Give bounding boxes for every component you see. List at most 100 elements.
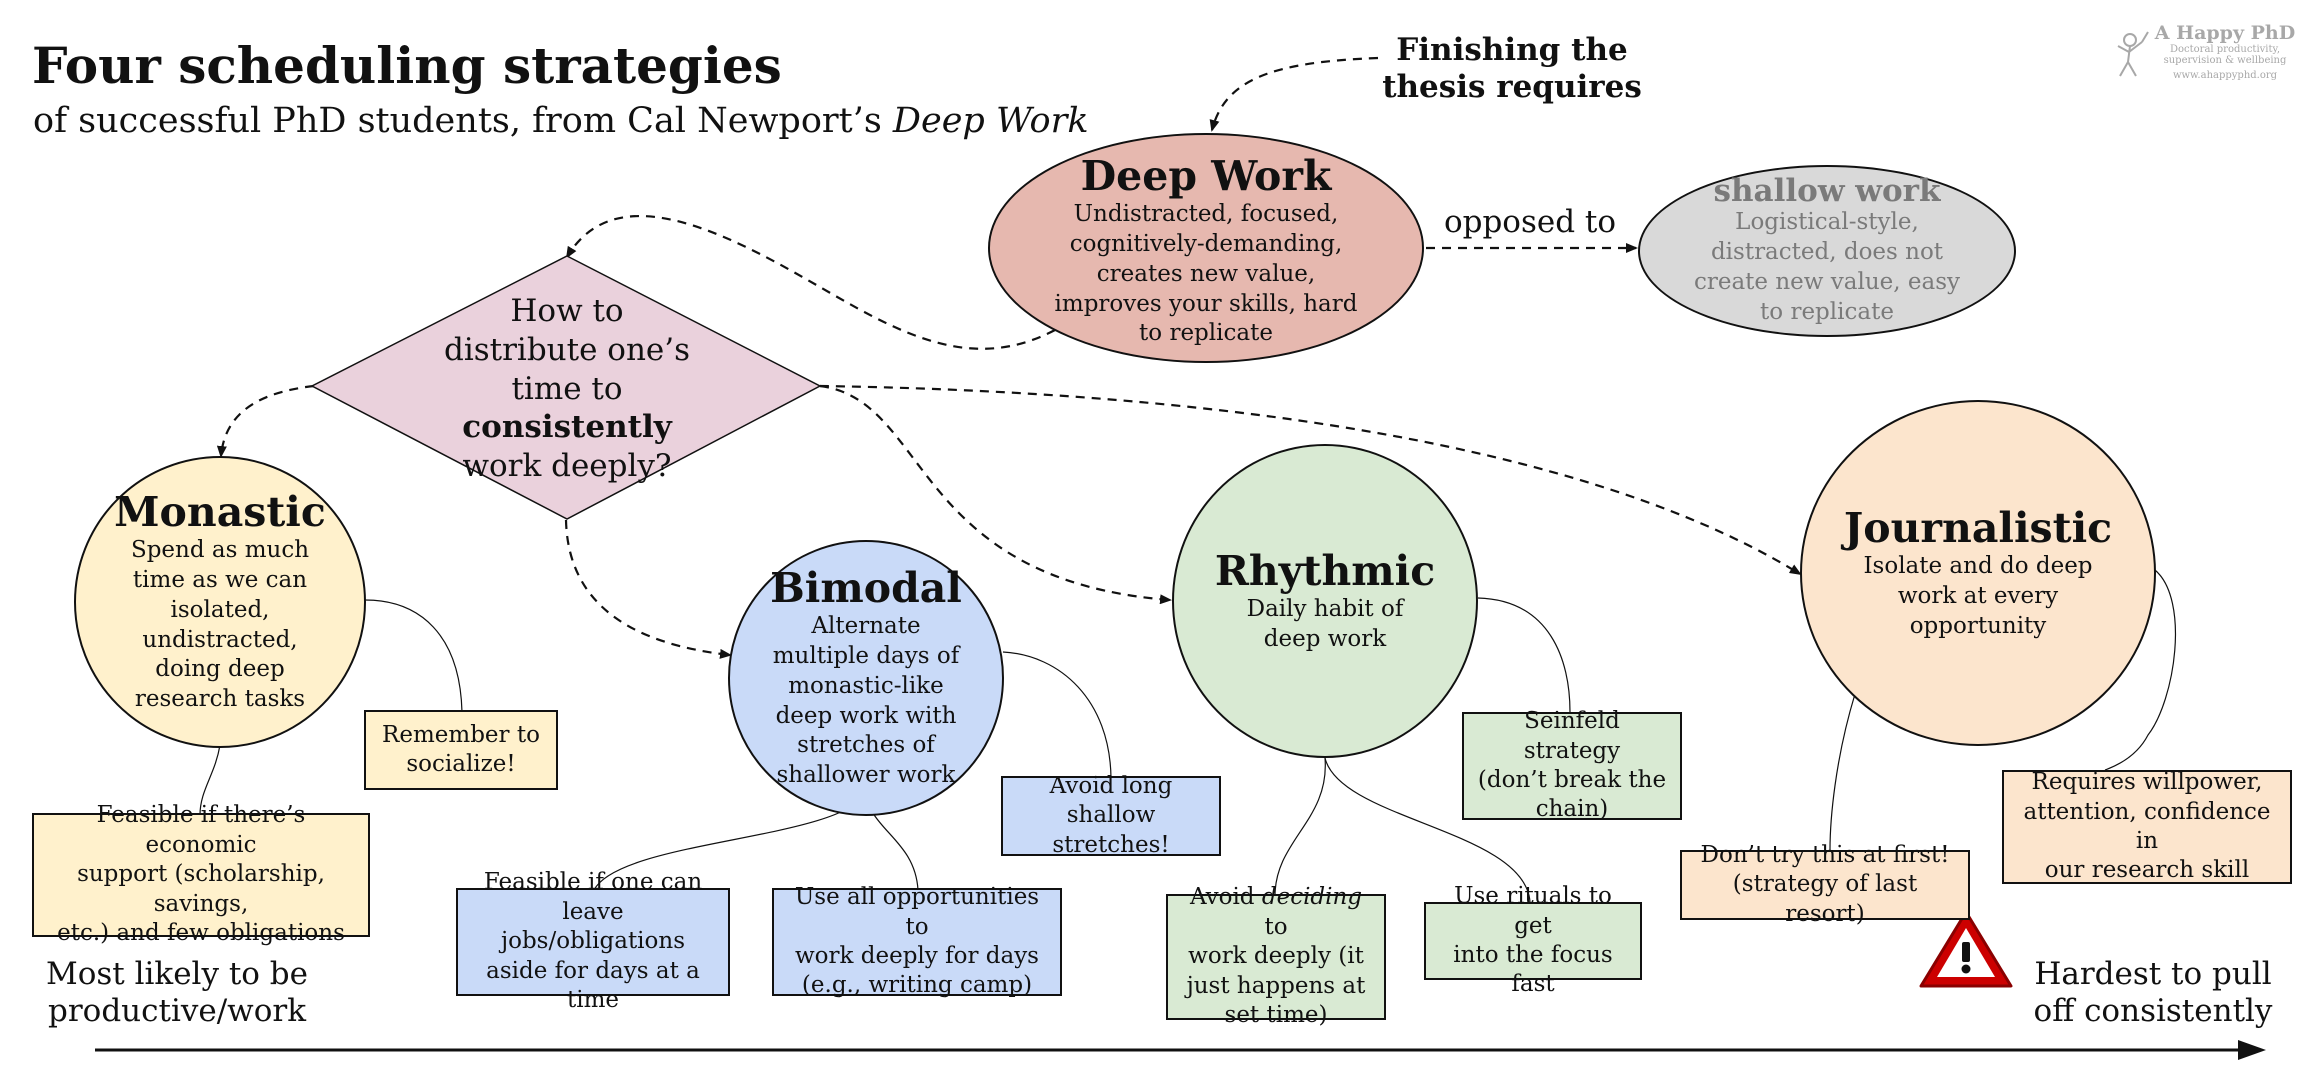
line-journalistic-dont (1829, 693, 1856, 851)
arrow-question-to-journalistic (819, 384, 1802, 576)
monastic-desc-4: undistracted, (142, 626, 298, 653)
finishing-line-2: thesis requires (1382, 69, 1642, 106)
axis-label-left: Most likely to be productive/work (40, 956, 314, 1030)
deep-work-title: Deep Work (1080, 151, 1332, 200)
arrow-question-to-monastic (216, 384, 315, 458)
axis-label-right: Hardest to pull off consistently (2030, 956, 2276, 1030)
monastic-desc-5: doing deep (155, 656, 285, 683)
axis-right-2: off consistently (2033, 993, 2273, 1030)
finishing-label: Finishing the thesis requires (1382, 32, 1642, 106)
journalistic-note-dont-try: Don’t try this at first! (strategy of las… (1680, 842, 1970, 927)
shallow-work-desc-2: distracted, does not (1710, 239, 1944, 266)
deep-work-desc-5: to replicate (1139, 320, 1273, 347)
monastic-desc-6: research tasks (134, 686, 306, 713)
arrow-finishing-to-deepwork (1209, 56, 1379, 132)
deep-work-desc-4: improves your skills, hard (1054, 290, 1358, 317)
rhythmic-note-seinfeld-3: chain) (1535, 796, 1609, 823)
difficulty-axis-arrowhead (2238, 1040, 2266, 1060)
warning-icon (1919, 910, 2013, 988)
rhythmic-note-avoid-em: deciding (1261, 884, 1363, 911)
rhythmic-note-avoid-pre: Avoid (1189, 884, 1262, 911)
question-text: How to distribute one’s time to consiste… (430, 292, 704, 486)
line-journalistic-willpower (2104, 569, 2177, 771)
bimodal-desc-1: Alternate (811, 612, 921, 639)
rhythmic-note-avoid-2: work deeply (it (1188, 943, 1364, 970)
rhythmic-desc-2: deep work (1263, 625, 1387, 652)
question-line-1: How to (510, 293, 624, 329)
rhythmic-title: Rhythmic (1214, 546, 1436, 595)
journalistic-note-willpower-3: our research skill (2044, 857, 2250, 884)
question-diamond-shape (310, 255, 822, 520)
journalistic-note-dont-1: Don’t try this at first! (1700, 841, 1950, 868)
logo-figure-icon (2117, 31, 2149, 77)
bimodal-note-avoid-2: shallow stretches! (1052, 802, 1170, 858)
journalistic-note-willpower-2: attention, confidence in (2023, 798, 2271, 854)
shallow-work-desc-4: to replicate (1760, 298, 1894, 325)
deep-work-desc-3: creates new value, (1096, 260, 1316, 287)
logo-tagline-2: supervision & wellbeing (2163, 55, 2287, 66)
journalistic-desc-1: Isolate and do deep (1863, 552, 2093, 579)
opposed-to-label: opposed to (1443, 204, 1617, 240)
line-monastic-feasible (199, 744, 221, 816)
journalistic-title: Journalistic (1843, 503, 2113, 552)
rhythmic-desc: Daily habit of deep work (1247, 595, 1404, 655)
journalistic-desc: Isolate and do deep work at every opport… (1863, 552, 2092, 642)
shallow-work-node: shallow work Logistical-style, distracte… (1638, 165, 2016, 337)
monastic-node: Monastic Spend as much time as we can is… (74, 456, 366, 748)
question-line-4-emphasis: consistently (462, 409, 672, 446)
deep-work-desc: Undistracted, focused, cognitively-deman… (1055, 200, 1358, 349)
deep-work-desc-2: cognitively-demanding, (1069, 230, 1343, 257)
rhythmic-note-rituals-1: Use rituals to get (1454, 883, 1612, 939)
bimodal-title: Bimodal (770, 563, 962, 612)
page-title: Four scheduling strategies (32, 36, 782, 95)
arrow-question-to-bimodal (564, 519, 732, 659)
bimodal-desc-6: shallower work (776, 762, 956, 789)
question-line-2: distribute one’s (443, 331, 691, 368)
axis-right-1: Hardest to pull (2034, 956, 2272, 992)
arrow-deepwork-to-question (565, 214, 1056, 350)
journalistic-node: Journalistic Isolate and do deep work at… (1800, 400, 2156, 746)
arrow-question-to-rhythmic (819, 384, 1172, 605)
bimodal-note-opps-3: (e.g., writing camp) (801, 972, 1033, 999)
journalistic-desc-2: work at every (1897, 582, 2059, 609)
line-rhythmic-rituals (1324, 757, 1531, 903)
monastic-note-socialize: Remember to socialize! (364, 710, 558, 790)
monastic-desc-3: isolated, (170, 596, 270, 623)
line-monastic-socialize (364, 599, 463, 713)
bimodal-desc-5: stretches of (797, 732, 935, 759)
journalistic-note-willpower-1: Requires willpower, (2031, 769, 2263, 796)
subtitle-book-title: Deep Work (892, 101, 1089, 141)
logo-url: www.ahappyphd.org (2172, 70, 2278, 81)
shallow-work-desc: Logistical-style, distracted, does not c… (1694, 208, 1960, 328)
rhythmic-note-rituals-2: into the focus fast (1453, 942, 1613, 998)
monastic-note-socialize-1: Remember to (382, 721, 540, 748)
monastic-note-feasible-3: etc.) and few obligations (57, 920, 345, 947)
journalistic-note-dont-2: (strategy of last resort) (1732, 871, 1918, 927)
logo-tagline-1: Doctoral productivity, (2169, 44, 2281, 55)
bimodal-note-feasible-1: Feasible if one can (483, 869, 703, 896)
deep-work-node: Deep Work Undistracted, focused, cogniti… (988, 133, 1424, 363)
bimodal-note-feasible-2: leave jobs/obligations (500, 898, 686, 955)
deep-work-desc-1: Undistracted, focused, (1073, 200, 1339, 227)
line-bimodal-avoid (1002, 651, 1112, 779)
rhythmic-node: Rhythmic Daily habit of deep work (1172, 444, 1478, 758)
question-line-5: work deeply? (462, 448, 672, 484)
rhythmic-note-avoid-post: to (1264, 913, 1288, 940)
rhythmic-note-avoid-1: Avoid deciding to (1178, 883, 1374, 942)
axis-left-1: Most likely to be (45, 956, 309, 992)
shallow-work-title: shallow work (1713, 173, 1941, 210)
monastic-note-socialize-2: socialize! (406, 751, 516, 777)
monastic-note-feasible-2: support (scholarship, savings, (77, 861, 325, 917)
monastic-desc-2: time as we can (132, 566, 308, 593)
monastic-desc: Spend as much time as we can isolated, u… (131, 536, 309, 715)
subtitle-text: of successful PhD students, from Cal New… (33, 101, 893, 141)
bimodal-desc-4: deep work with (775, 702, 957, 729)
monastic-title: Monastic (114, 487, 326, 536)
bimodal-note-opps-1: Use all opportunities to (794, 884, 1040, 940)
